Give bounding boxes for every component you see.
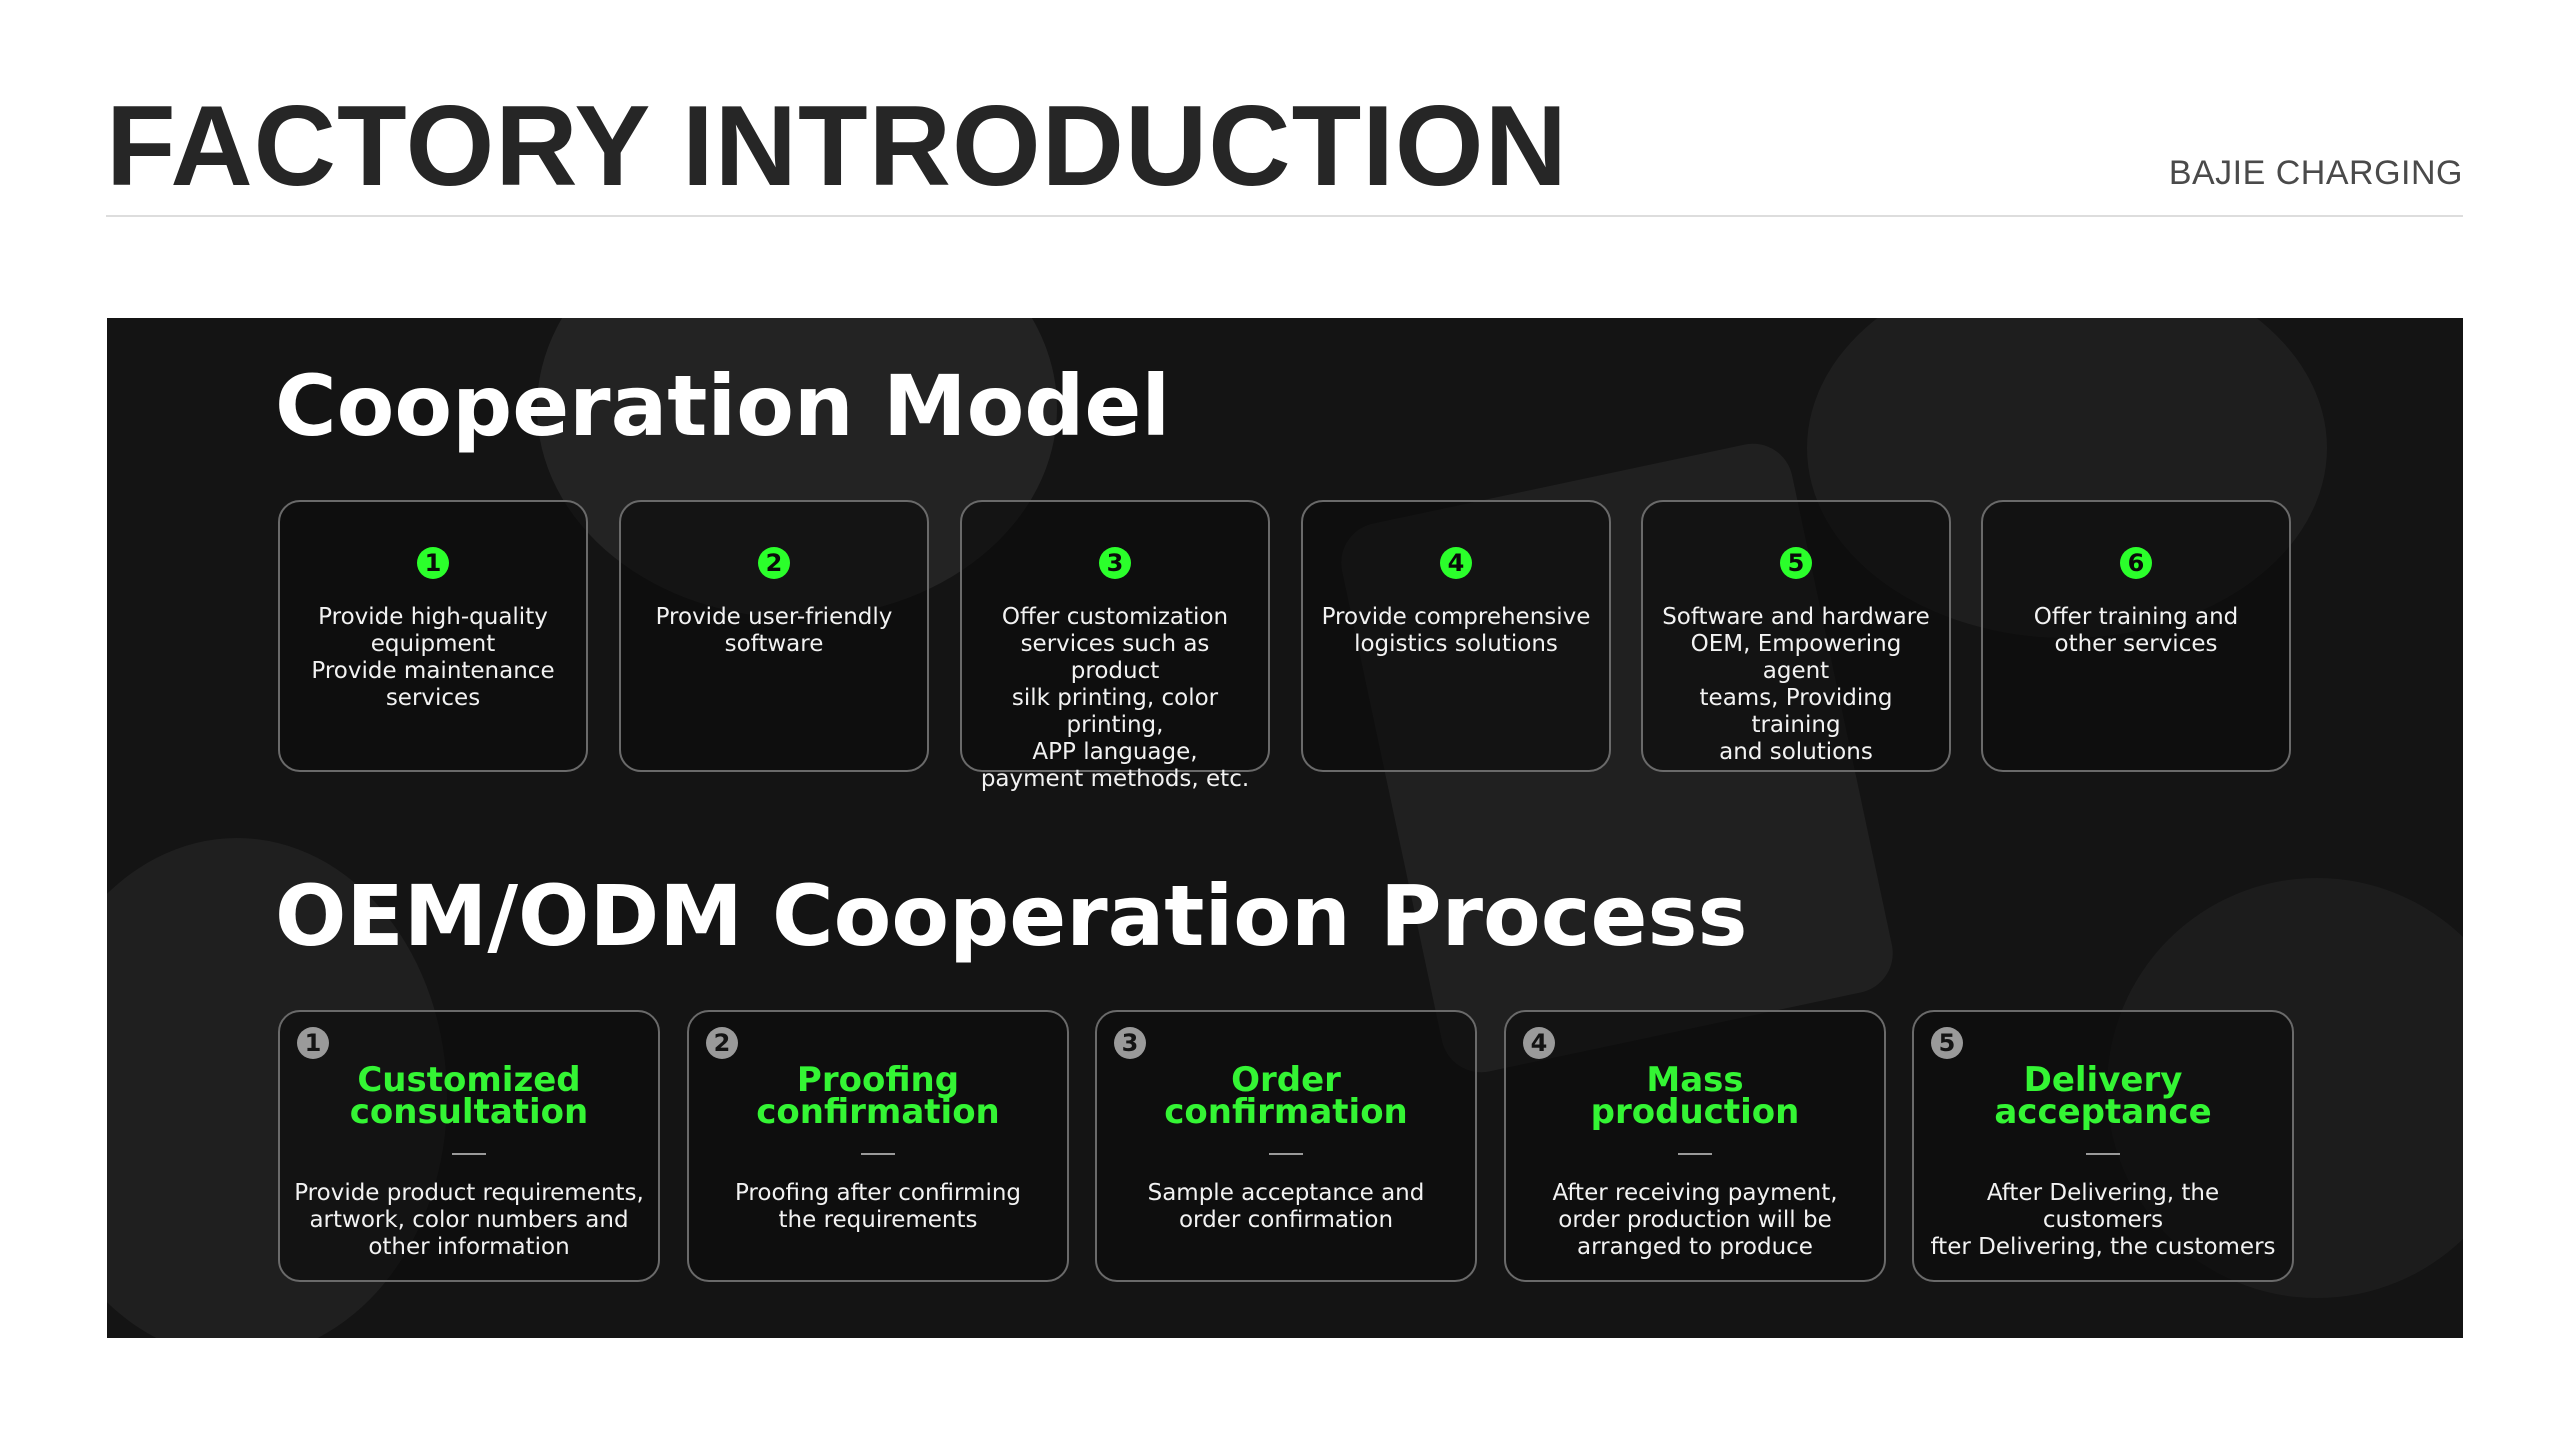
step-number-badge: 2 (758, 547, 790, 579)
model-card-4: 4 Provide comprehensive logistics soluti… (1301, 500, 1611, 772)
title-line: consultation (290, 1096, 648, 1128)
model-card-text: Provide high-quality equipment Provide m… (292, 604, 574, 712)
model-card-text: Offer training and other services (1995, 604, 2277, 658)
brand-label: BAJIE CHARGING (2169, 154, 2463, 193)
title-line: confirmation (699, 1096, 1057, 1128)
process-card-2: 2 Proofing confirmation Proofing after c… (687, 1010, 1069, 1282)
process-step-title: Customized consultation (290, 1064, 648, 1128)
text-line: other services (1995, 631, 2277, 658)
text-line: Sample acceptance and (1109, 1180, 1463, 1207)
text-line: and solutions (1655, 739, 1937, 766)
text-line: Provide high-quality (292, 604, 574, 631)
model-card-2: 2 Provide user-friendly software (619, 500, 929, 772)
text-line: After receiving payment, (1518, 1180, 1872, 1207)
step-number-badge: 4 (1523, 1027, 1555, 1059)
model-card-1: 1 Provide high-quality equipment Provide… (278, 500, 588, 772)
process-heading: OEM/ODM Cooperation Process (275, 874, 1747, 958)
step-number-badge: 3 (1099, 547, 1131, 579)
text-line: Offer customization (974, 604, 1256, 631)
divider-dash (1269, 1153, 1303, 1155)
process-step-title: Proofing confirmation (699, 1064, 1057, 1128)
text-line: artwork, color numbers and (292, 1207, 646, 1234)
text-line: After Delivering, the customers (1926, 1180, 2280, 1234)
process-card-3: 3 Order confirmation Sample acceptance a… (1095, 1010, 1477, 1282)
model-card-text: Software and hardware OEM, Empowering ag… (1655, 604, 1937, 766)
step-number-badge: 2 (706, 1027, 738, 1059)
process-card-5: 5 Delivery acceptance After Delivering, … (1912, 1010, 2294, 1282)
model-card-6: 6 Offer training and other services (1981, 500, 2291, 772)
text-line: logistics solutions (1315, 631, 1597, 658)
divider-dash (861, 1153, 895, 1155)
step-number-badge: 3 (1114, 1027, 1146, 1059)
step-number-badge: 5 (1931, 1027, 1963, 1059)
text-line: Offer training and (1995, 604, 2277, 631)
step-number-badge: 1 (297, 1027, 329, 1059)
text-line: order confirmation (1109, 1207, 1463, 1234)
text-line: Software and hardware (1655, 604, 1937, 631)
model-card-5: 5 Software and hardware OEM, Empowering … (1641, 500, 1951, 772)
cooperation-model-heading: Cooperation Model (275, 364, 1170, 448)
step-number-badge: 4 (1440, 547, 1472, 579)
model-card-text: Provide user-friendly software (633, 604, 915, 658)
process-step-description: After Delivering, the customers fter Del… (1926, 1180, 2280, 1261)
step-number-badge: 6 (2120, 547, 2152, 579)
text-line: Proofing after confirming (701, 1180, 1055, 1207)
text-line: the requirements (701, 1207, 1055, 1234)
text-line: Provide comprehensive (1315, 604, 1597, 631)
divider-dash (2086, 1153, 2120, 1155)
process-card-1: 1 Customized consultation Provide produc… (278, 1010, 660, 1282)
text-line: APP language, (974, 739, 1256, 766)
text-line: equipment (292, 631, 574, 658)
text-line: fter Delivering, the customers (1926, 1234, 2280, 1261)
model-card-text: Provide comprehensive logistics solution… (1315, 604, 1597, 658)
title-line: acceptance (1924, 1096, 2282, 1128)
text-line: arranged to produce (1518, 1234, 1872, 1261)
text-line: order production will be (1518, 1207, 1872, 1234)
content-panel: Cooperation Model 1 Provide high-quality… (107, 318, 2463, 1338)
text-line: software (633, 631, 915, 658)
text-line: Provide product requirements, (292, 1180, 646, 1207)
title-line: production (1516, 1096, 1874, 1128)
text-line: silk printing, color printing, (974, 685, 1256, 739)
text-line: payment methods, etc. (974, 766, 1256, 793)
divider-dash (1678, 1153, 1712, 1155)
process-step-title: Order confirmation (1107, 1064, 1465, 1128)
process-step-description: After receiving payment, order productio… (1518, 1180, 1872, 1261)
text-line: services (292, 685, 574, 712)
process-step-description: Proofing after confirming the requiremen… (701, 1180, 1055, 1234)
process-card-4: 4 Mass production After receiving paymen… (1504, 1010, 1886, 1282)
process-step-description: Provide product requirements, artwork, c… (292, 1180, 646, 1261)
process-step-description: Sample acceptance and order confirmation (1109, 1180, 1463, 1234)
step-number-badge: 5 (1780, 547, 1812, 579)
header-divider (106, 215, 2463, 217)
text-line: services such as product (974, 631, 1256, 685)
process-step-title: Mass production (1516, 1064, 1874, 1128)
text-line: Provide user-friendly (633, 604, 915, 631)
page-title: FACTORY INTRODUCTION (106, 86, 1568, 208)
text-line: teams, Providing training (1655, 685, 1937, 739)
text-line: Provide maintenance (292, 658, 574, 685)
title-line: confirmation (1107, 1096, 1465, 1128)
model-card-text: Offer customization services such as pro… (974, 604, 1256, 793)
model-card-3: 3 Offer customization services such as p… (960, 500, 1270, 772)
process-step-title: Delivery acceptance (1924, 1064, 2282, 1128)
divider-dash (452, 1153, 486, 1155)
text-line: OEM, Empowering agent (1655, 631, 1937, 685)
step-number-badge: 1 (417, 547, 449, 579)
text-line: other information (292, 1234, 646, 1261)
